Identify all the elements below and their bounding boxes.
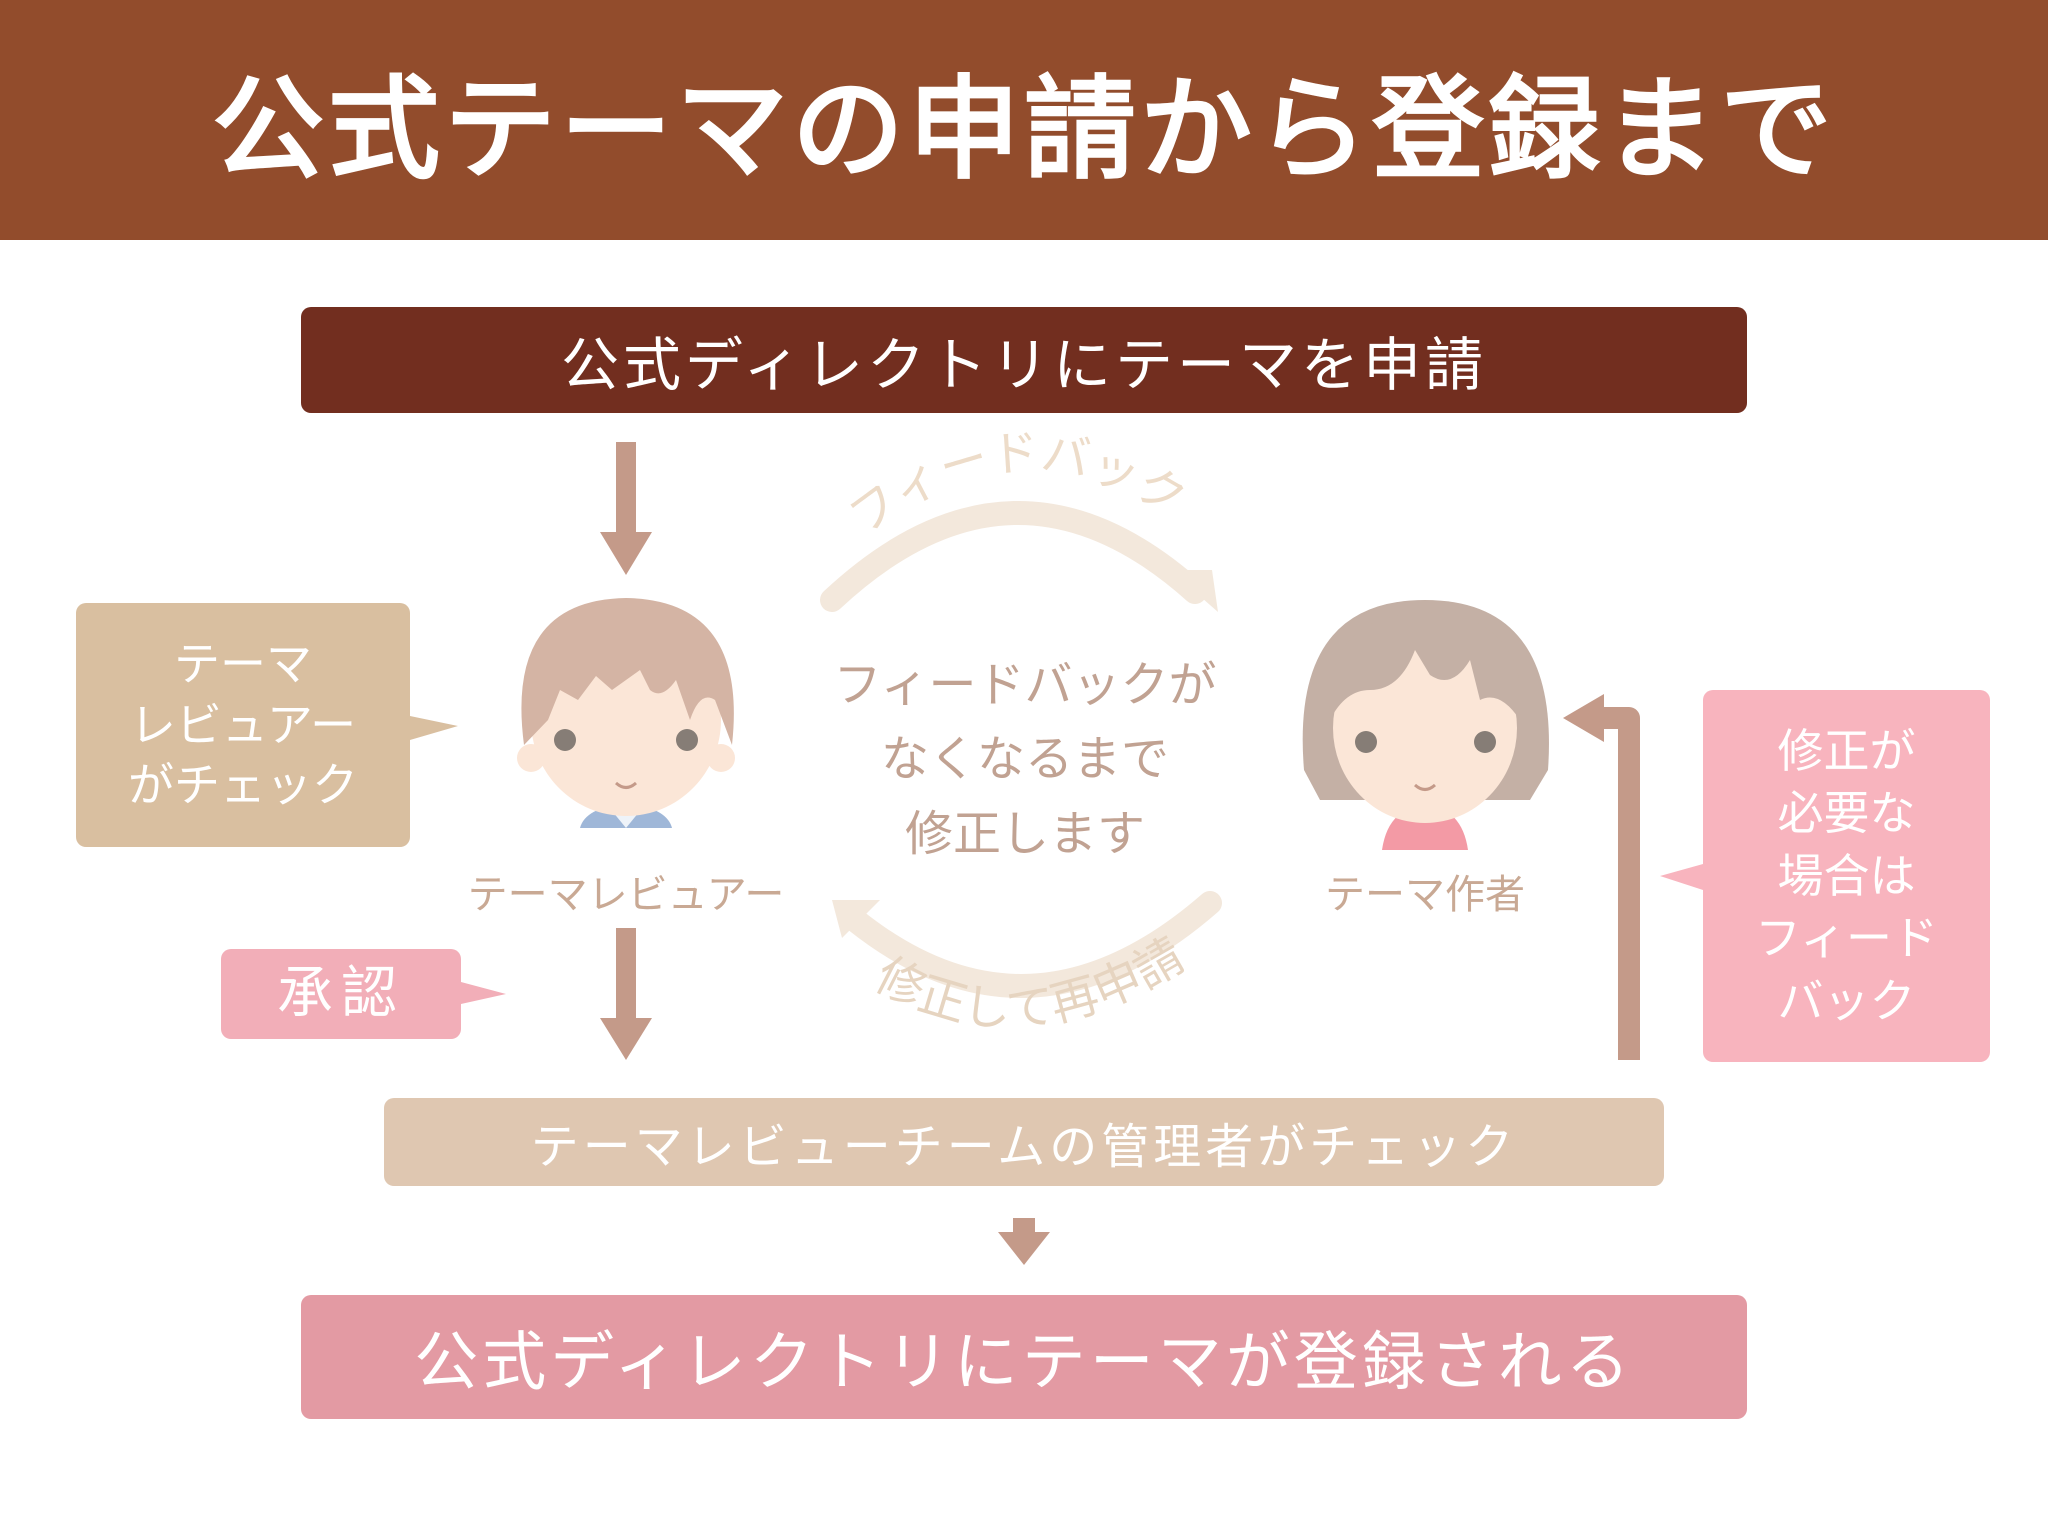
loop-resubmit-label: 修正して再申請 — [867, 928, 1194, 1039]
author-avatar-icon — [1302, 600, 1549, 850]
arrow-up-to-author-icon — [1598, 707, 1640, 1060]
approve-text: 承認 — [277, 961, 405, 1027]
header-banner: 公式テーマの申請から登録まで — [0, 0, 2048, 240]
reviewer-check-text: テーマ レビュアー がチェック — [128, 636, 358, 813]
loop-feedback-label: フィードバック — [839, 425, 1196, 546]
arrow-down-to-registered-icon — [998, 1218, 1050, 1265]
callout-right-pointer — [1660, 864, 1703, 890]
arrow-down-to-reviewer-icon — [600, 442, 652, 575]
callout-approve-pointer — [461, 982, 506, 1004]
resubmit-loop-arrow-icon — [832, 891, 1222, 998]
arrow-up-to-author-head-icon — [1563, 694, 1604, 742]
approve-callout: 承認 — [221, 949, 461, 1039]
callout-left-pointer — [410, 716, 458, 740]
step-admin-check-bar: テーマレビューチームの管理者がチェック — [384, 1098, 1664, 1186]
page-title: 公式テーマの申請から登録まで — [212, 65, 1836, 195]
reviewer-avatar-icon — [517, 598, 735, 828]
author-caption: テーマ作者 — [1325, 872, 1525, 918]
feedback-callout: 修正が 必要な 場合は フィード バック — [1703, 690, 1990, 1062]
reviewer-caption: テーマレビュアー — [467, 872, 785, 918]
step-submit-bar: 公式ディレクトリにテーマを申請 — [301, 307, 1747, 413]
loop-center-text: フィードバックが なくなるまで 修正します — [833, 657, 1217, 862]
reviewer-check-callout: テーマ レビュアー がチェック — [76, 603, 410, 847]
feedback-loop-arrow-icon — [820, 501, 1218, 612]
step-registered-bar: 公式ディレクトリにテーマが登録される — [301, 1295, 1747, 1419]
feedback-callout-text: 修正が 必要な 場合は フィード バック — [1754, 723, 1939, 1028]
arrow-down-to-admin-icon — [600, 928, 652, 1060]
